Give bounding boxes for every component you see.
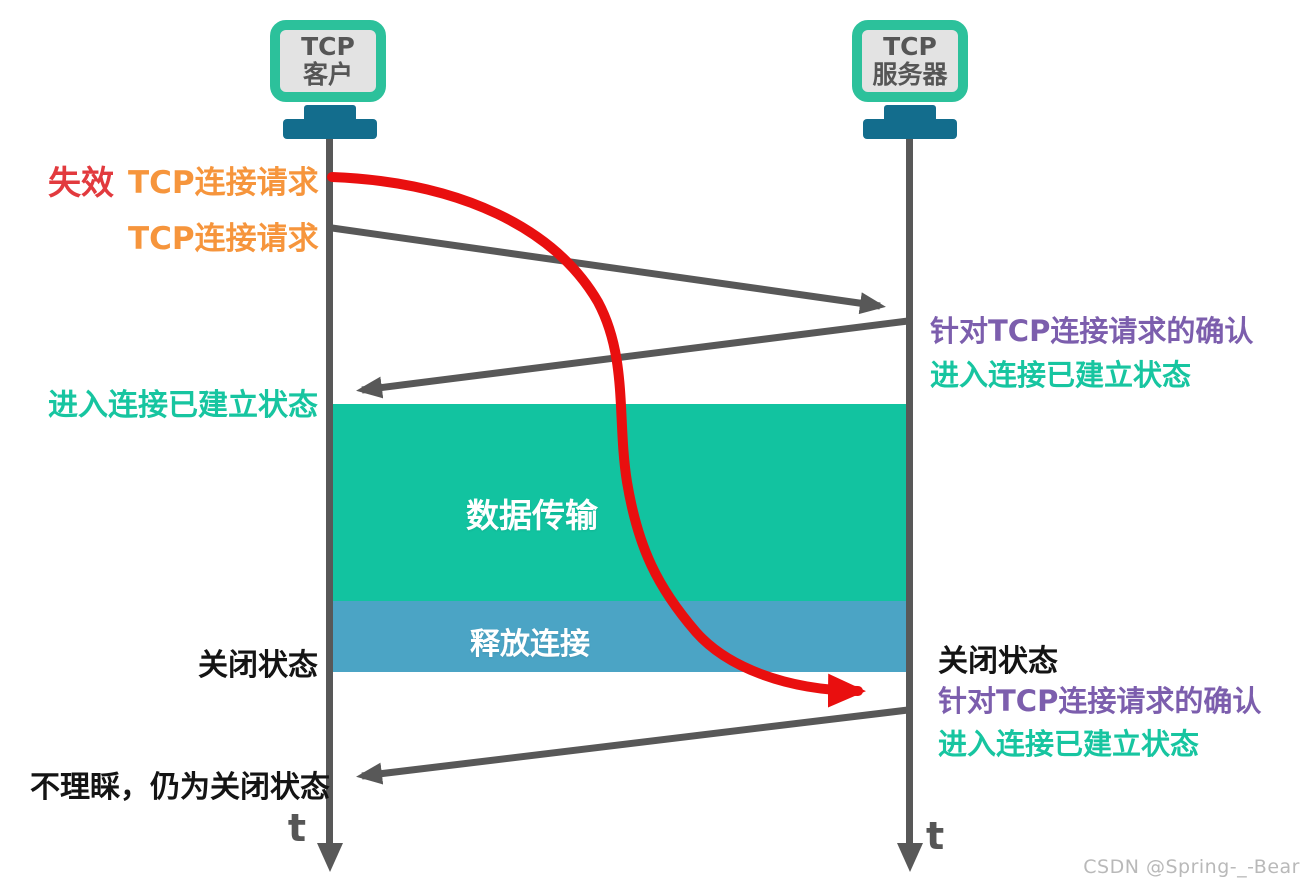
client-title-line1: TCP — [301, 32, 355, 61]
data-transfer-label: 数据传输 — [466, 496, 598, 535]
client-timeline-arrowhead-icon — [317, 843, 343, 872]
server-ack-second-label: 针对TCP连接请求的确认 — [938, 684, 1262, 718]
arrow-ack-ignored — [356, 706, 909, 785]
client-closed-label: 关闭状态 — [198, 648, 318, 683]
server-closed-label: 关闭状态 — [938, 644, 1058, 679]
server-title-line1: TCP — [883, 32, 937, 61]
arrow-tcp-request — [331, 224, 886, 315]
client-established-label: 进入连接已建立状态 — [48, 388, 318, 423]
client-monitor-base-icon — [283, 119, 377, 139]
server-monitor-stand-icon — [884, 105, 936, 122]
csdn-watermark: CSDN @Spring-_-Bear — [1083, 856, 1300, 878]
client-monitor-stand-icon — [304, 105, 356, 122]
server-time-axis-label: t — [926, 814, 945, 858]
client-time-axis-label: t — [287, 806, 306, 850]
client-ignore-label: 不理睬，仍为关闭状态 — [30, 770, 330, 805]
server-timeline-arrowhead-icon — [897, 843, 923, 872]
server-title-line2: 服务器 — [872, 60, 948, 89]
client-timeline — [326, 130, 333, 846]
client-title-line2: 客户 — [302, 60, 353, 89]
server-established-second-label: 进入连接已建立状态 — [938, 727, 1200, 761]
server-computer-icon: TCP 服务器 — [852, 20, 968, 102]
server-monitor-base-icon — [863, 119, 957, 139]
invalid-tag-label: 失效 — [48, 163, 114, 202]
client-computer-icon: TCP 客户 — [270, 20, 386, 102]
release-connection-label: 释放连接 — [470, 627, 590, 662]
release-connection-band: 释放连接 — [328, 601, 912, 672]
data-transfer-band: 数据传输 — [328, 404, 912, 601]
arrow-ack-first — [356, 317, 909, 399]
tcp-request-first-label: TCP连接请求 — [128, 165, 319, 201]
server-ack-first-label: 针对TCP连接请求的确认 — [930, 314, 1254, 348]
tcp-request-second-label: TCP连接请求 — [128, 221, 319, 257]
server-established-first-label: 进入连接已建立状态 — [930, 358, 1192, 392]
server-timeline — [906, 130, 913, 846]
